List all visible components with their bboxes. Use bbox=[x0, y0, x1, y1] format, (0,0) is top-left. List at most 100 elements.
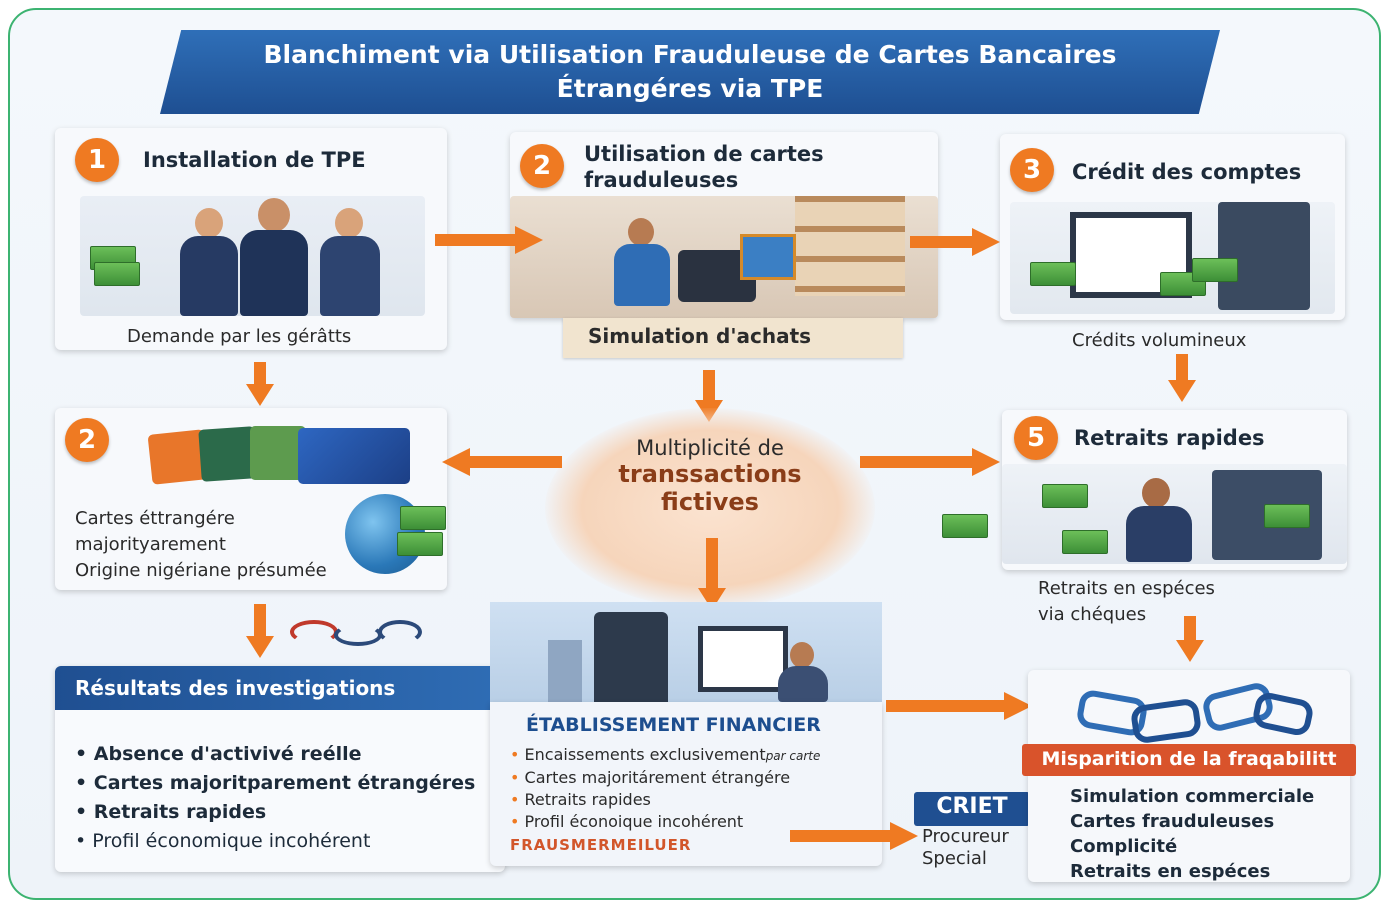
foreign-cards-line-1: Cartes éttrangére bbox=[75, 508, 235, 529]
handshake-illustration bbox=[80, 196, 425, 316]
traceability-list: Simulation commerciale Cartes frauduleus… bbox=[1070, 784, 1314, 884]
arrow-down-icon bbox=[698, 538, 726, 610]
person-icon bbox=[1126, 506, 1192, 562]
arrow-down-icon bbox=[1176, 616, 1204, 662]
withdrawal-illustration bbox=[942, 464, 1347, 564]
center-line-1: Multiplicité de bbox=[636, 436, 784, 460]
step-account-credit-card: 3 Crédit des comptes bbox=[1000, 134, 1345, 320]
cashier-head-icon bbox=[628, 218, 654, 246]
investigations-title: Résultats des investigations bbox=[75, 676, 396, 700]
financial-footer: FRAUSMERMEILUER bbox=[510, 836, 692, 854]
financial-item-suffix: par carte bbox=[765, 749, 821, 763]
criet-badge-label: CRIET bbox=[936, 794, 1008, 819]
title-line-1: Blanchiment via Utilisation Frauduleuse … bbox=[263, 40, 1117, 69]
center-hub: Multiplicité de transsactions fictives bbox=[550, 420, 870, 540]
step-number-badge: 2 bbox=[65, 418, 109, 462]
cashier-icon bbox=[614, 244, 670, 306]
arrow-right-icon bbox=[435, 226, 543, 254]
criet-line-1: Procureur bbox=[922, 826, 1009, 847]
businessman-icon bbox=[180, 236, 238, 316]
step-number-badge: 3 bbox=[1010, 148, 1054, 192]
simulation-label-box bbox=[563, 318, 903, 358]
step-cards-usage-card: 2 Utilisation de cartes frauduleuses bbox=[510, 132, 938, 318]
person-head-icon bbox=[335, 208, 363, 238]
step-number-badge: 2 bbox=[520, 144, 564, 188]
credit-card-icon bbox=[250, 426, 306, 480]
atm-terminal-icon bbox=[594, 612, 668, 702]
foreign-cards-line-3: Origine nigériane présumée bbox=[75, 560, 327, 581]
building-icon bbox=[548, 640, 582, 702]
financial-item: • Retraits rapides bbox=[510, 790, 651, 809]
financial-institution-illustration bbox=[490, 602, 882, 702]
step-title-line-2: frauduleuses bbox=[584, 168, 739, 192]
step-foreign-cards-card: 2 Cartes éttrangére majorityarement Orig… bbox=[55, 408, 447, 590]
cash-stack-icon bbox=[1042, 484, 1088, 508]
traceability-title: Misparition de la fraqabilitt bbox=[1041, 748, 1337, 770]
arrow-right-icon bbox=[860, 448, 1000, 476]
traceability-panel: Misparition de la fraqabilitt Simulation… bbox=[1022, 670, 1356, 884]
infographic-frame: Blanchiment via Utilisation Frauduleuse … bbox=[8, 8, 1381, 900]
step-caption: Demande par les gérâtts bbox=[127, 326, 352, 347]
financial-item: • Cartes majoritárement étrangére bbox=[510, 768, 791, 787]
broken-chain-icon bbox=[1068, 680, 1316, 745]
arrow-right-icon bbox=[886, 692, 1032, 720]
investigation-item: Profil économique incohérent bbox=[75, 827, 475, 856]
traceability-item: Complicité bbox=[1070, 836, 1178, 857]
shelf-icon bbox=[795, 196, 905, 296]
investigation-item: Absence d'activivé reélle bbox=[75, 740, 475, 769]
investigation-item: Cartes majoritparement étrangéres bbox=[75, 769, 476, 798]
investigations-panel: Résultats des investigations Absence d'a… bbox=[55, 666, 505, 872]
step-caption: Crédits volumineux bbox=[1072, 330, 1247, 351]
financial-item: • Profil éconoique incohérent bbox=[510, 812, 744, 831]
person-head-icon bbox=[195, 208, 223, 238]
businessman-icon bbox=[320, 236, 380, 316]
center-line-3: fictives bbox=[661, 488, 759, 516]
withdrawal-caption-line-2: via chéques bbox=[1038, 604, 1147, 625]
arrow-right-icon bbox=[790, 822, 918, 850]
register-screen-icon bbox=[740, 234, 796, 280]
credit-card-icon bbox=[298, 428, 410, 484]
monitor-icon bbox=[698, 626, 788, 692]
investigations-header bbox=[55, 666, 505, 710]
traceability-item: Simulation commerciale bbox=[1070, 786, 1315, 807]
financial-list: • Encaissements exclusivementpar carte •… bbox=[510, 744, 820, 833]
person-icon bbox=[778, 666, 828, 702]
step-number-badge: 1 bbox=[75, 138, 119, 182]
arrow-down-icon bbox=[246, 362, 274, 406]
step-caption: Simulation d'achats bbox=[588, 324, 812, 348]
person-head-icon bbox=[258, 198, 290, 232]
arrow-down-icon bbox=[246, 604, 274, 658]
shop-illustration bbox=[510, 196, 938, 318]
financial-item: • Encaissements exclusivementpar carte bbox=[510, 745, 821, 764]
criet-line-2: Special bbox=[922, 848, 987, 869]
investigation-item: Retraits rapides bbox=[75, 798, 475, 827]
step-title: Crédit des comptes bbox=[1072, 160, 1302, 184]
center-line-2: transsactions bbox=[618, 460, 802, 488]
cash-stack-icon bbox=[397, 532, 443, 556]
title-banner: Blanchiment via Utilisation Frauduleuse … bbox=[160, 30, 1220, 114]
withdrawal-caption-line-1: Retraits en espéces bbox=[1038, 578, 1215, 599]
step-title-line-1: Utilisation de cartes bbox=[584, 142, 824, 166]
criet-badge bbox=[914, 792, 1030, 826]
computer-cash-illustration bbox=[1010, 202, 1335, 314]
title-line-2: Étrangéres via TPE bbox=[556, 74, 824, 103]
businessman-icon bbox=[240, 230, 308, 316]
cash-stack-icon bbox=[1192, 258, 1238, 282]
person-head-icon bbox=[790, 642, 814, 668]
arrow-left-icon bbox=[442, 448, 562, 476]
step-withdrawals-card: 5 Retraits rapides bbox=[942, 410, 1347, 570]
traceability-item: Retraits en espéces bbox=[1070, 861, 1271, 882]
investigations-list: Absence d'activivé reélle Cartes majorit… bbox=[75, 740, 475, 856]
atm-icon bbox=[1218, 202, 1310, 310]
step-title: Retraits rapides bbox=[1074, 426, 1265, 450]
step-number-badge: 5 bbox=[1014, 416, 1058, 460]
traceability-item: Cartes frauduleuses bbox=[1070, 811, 1275, 832]
step-installation-card: 1 Installation de TPE Demande par les gé… bbox=[55, 128, 447, 350]
credit-card-icon bbox=[198, 426, 258, 482]
cash-stack-icon bbox=[94, 262, 140, 286]
handcuffs-icon bbox=[290, 616, 422, 646]
step-title: Installation de TPE bbox=[143, 148, 366, 172]
arrow-right-icon bbox=[910, 228, 1000, 256]
traceability-header bbox=[1022, 744, 1356, 776]
cash-stack-icon bbox=[1062, 530, 1108, 554]
